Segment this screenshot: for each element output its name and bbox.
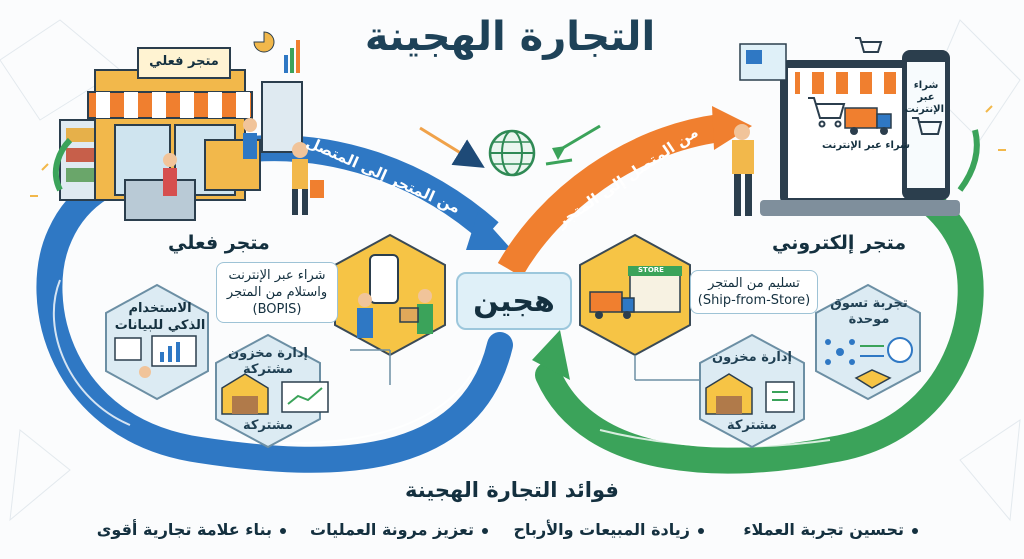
store-sign: متجر فعلي — [149, 54, 219, 69]
bopis-card: شراء عبر الإنترنت واستلام من المتجر (BOP… — [216, 262, 338, 323]
phone-screen-text: شراء عبر الإنترنت — [904, 80, 944, 115]
benefit-item: زيادة المبيعات والأرباح — [513, 520, 704, 539]
bullet-icon — [280, 527, 286, 534]
orange-arrow — [497, 114, 723, 278]
ai-data-card: الاستخدام الذكي للبيانات — [114, 301, 206, 333]
bullet-icon — [482, 527, 488, 534]
benefit-item: بناء علامة تجارية أقوى — [97, 520, 286, 539]
benefit-item: تعزيز مرونة العمليات — [310, 520, 488, 539]
cart-icon — [808, 97, 846, 128]
online-store-label: متجر إلكتروني — [772, 232, 907, 254]
physical-store-illustration — [52, 47, 324, 221]
shared-inventory-right-top: إدارة مخزون — [712, 350, 792, 365]
shared-inventory-left-top: إدارة مخزون مشتركة — [228, 346, 308, 377]
shared-inventory-left-bottom: مشتركة — [242, 418, 294, 433]
unified-experience-hexagon — [815, 283, 921, 401]
benefits-title: فوائد التجارة الهجينة — [405, 478, 619, 502]
handshake-icon — [854, 369, 892, 389]
globe-icon — [488, 129, 536, 177]
green-arrowhead — [532, 330, 570, 380]
online-store-illustration — [732, 37, 980, 216]
chart-icon — [253, 31, 300, 73]
bullet-icon — [698, 527, 704, 534]
laptop-screen-text: شراء عبر الإنترنت — [822, 140, 910, 151]
truck-icon — [844, 107, 892, 135]
shared-inventory-right-bottom: مشتركة — [726, 418, 778, 433]
unified-experience-label: تجربة تسوق موحدة — [830, 296, 908, 327]
network-icon — [825, 339, 855, 365]
hybrid-hub: هجين — [456, 272, 572, 330]
physical-store-label: متجر فعلي — [168, 232, 270, 254]
orange-arrowhead — [712, 106, 752, 150]
store-awning-text: STORE — [638, 266, 664, 274]
benefit-item: تحسين تجربة العملاء — [743, 520, 918, 539]
warehouse-icon — [221, 373, 269, 415]
page-title: التجارة الهجينة — [364, 14, 656, 60]
blue-arrowhead — [466, 212, 512, 250]
ship-from-store-card: تسليم من المتجر (Ship-from-Store) — [690, 270, 818, 314]
bullet-icon — [912, 527, 918, 534]
